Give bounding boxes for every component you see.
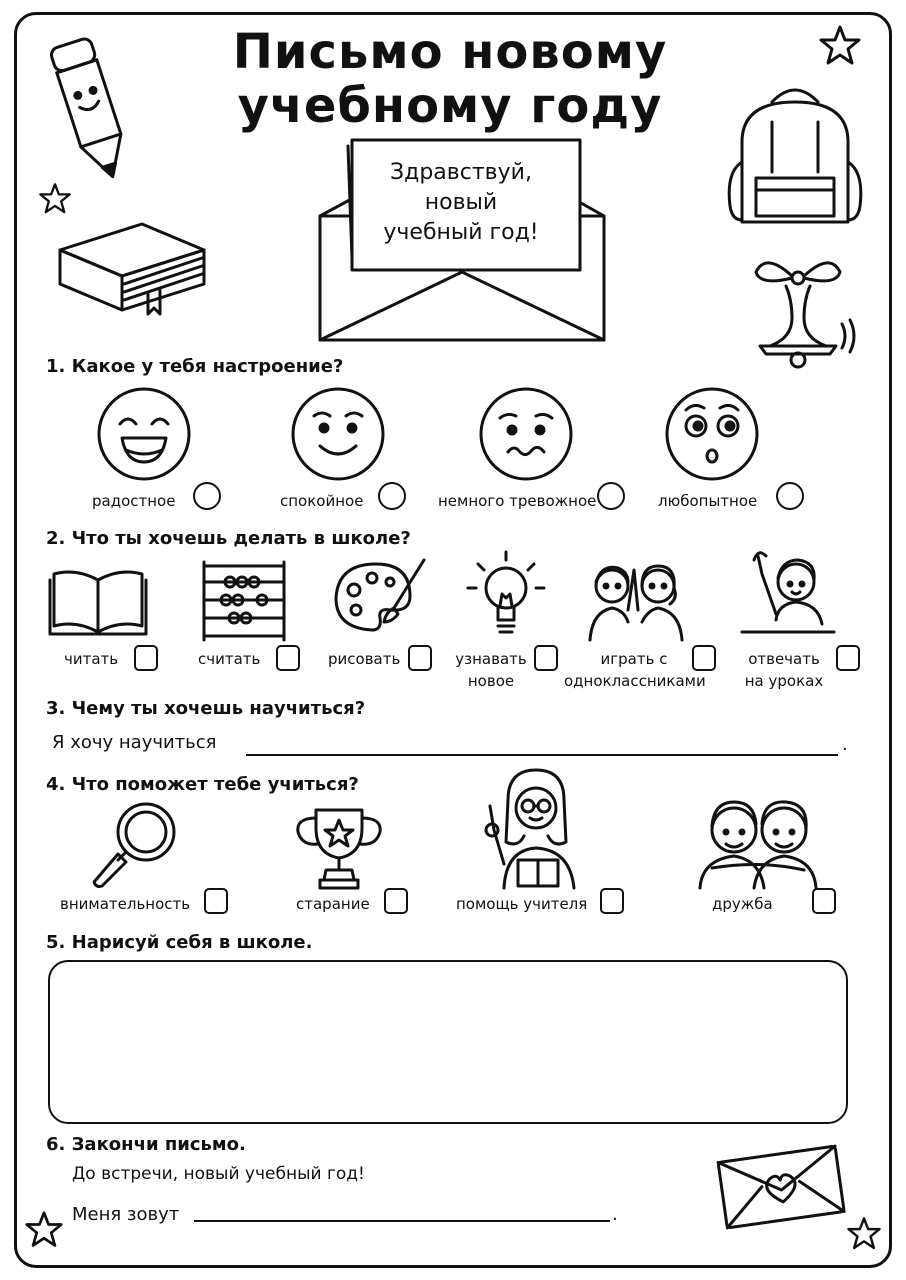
page-title-line2: учебному году (237, 78, 663, 134)
palette-icon (334, 558, 426, 632)
mood-label-joyful: радостное (92, 492, 176, 510)
question-4-label: 4. Что поможет тебе учиться? (46, 774, 359, 795)
worried-face-icon (479, 387, 573, 481)
activity-label-learn-new-line2: новое (467, 672, 515, 690)
name-prompt: Меня зовут (72, 1204, 180, 1225)
star-icon (25, 1211, 63, 1247)
envelope-line3: учебный год! (383, 220, 539, 245)
drawing-area[interactable] (48, 960, 848, 1124)
activity-label-read: читать (64, 650, 119, 668)
question-1-label: 1. Какое у тебя настроение? (46, 356, 344, 377)
mood-radio-curious[interactable] (776, 482, 804, 510)
mood-radio-joyful[interactable] (193, 482, 221, 510)
activity-label-answer-line1: отвечать (748, 650, 820, 668)
mood-label-curious: любопытное (658, 492, 758, 510)
pencil-icon (49, 37, 123, 179)
activity-label-answer-line2: на уроках (744, 672, 824, 690)
page-title-line1: Письмо новому (232, 24, 668, 80)
activity-label-count: считать (198, 650, 261, 668)
teacher-icon (484, 768, 576, 890)
activity-label-play-line1: играть с (600, 650, 668, 668)
abacus-icon (202, 560, 286, 642)
activity-label-learn-new: узнавать новое (450, 648, 532, 692)
helper-label-attentiveness: внимательность (60, 895, 191, 913)
question-5-label: 5. Нарисуй себя в школе. (46, 932, 313, 953)
name-answer-period: . (612, 1204, 618, 1225)
classmates-high-five-icon (588, 564, 684, 642)
activity-label-play-line2: одноклассниками (564, 672, 706, 690)
name-answer-line[interactable] (194, 1198, 610, 1222)
magnifier-icon (92, 802, 176, 888)
lightbulb-icon (466, 550, 546, 634)
trophy-icon (296, 808, 382, 890)
question-2-label: 2. Что ты хочешь делать в школе? (46, 528, 411, 549)
activity-checkbox-read[interactable] (134, 645, 158, 671)
helper-label-friendship: дружба (712, 895, 773, 913)
helper-label-teacher-help: помощь учителя (456, 895, 588, 913)
mood-radio-calm[interactable] (378, 482, 406, 510)
mood-radio-anxious[interactable] (597, 482, 625, 510)
activity-label-play: играть с одноклассниками (564, 648, 706, 692)
activity-checkbox-answer[interactable] (836, 645, 860, 671)
smiling-face-icon (291, 387, 385, 481)
question-3-label: 3. Чему ты хочешь научиться? (46, 698, 366, 719)
helper-checkbox-friendship[interactable] (812, 888, 836, 914)
learn-answer-period: . (842, 734, 848, 755)
envelope-line1: Здравствуй, (390, 160, 532, 185)
activity-label-draw: рисовать (328, 650, 401, 668)
learn-prompt: Я хочу научиться (52, 732, 217, 753)
envelope-icon (318, 138, 606, 342)
activity-checkbox-count[interactable] (276, 645, 300, 671)
backpack-icon (727, 88, 863, 224)
learn-answer-line[interactable] (246, 730, 838, 756)
open-book-icon (48, 570, 148, 636)
school-bell-icon (754, 261, 856, 369)
star-icon (39, 183, 71, 214)
question-6-label: 6. Закончи письмо. (46, 1134, 246, 1155)
mood-label-calm: спокойное (280, 492, 364, 510)
friends-icon (698, 800, 818, 890)
curious-face-icon (665, 387, 759, 481)
helper-checkbox-teacher-help[interactable] (600, 888, 624, 914)
envelope-letter-text: Здравствуй, новый учебный год! (356, 158, 566, 248)
mood-label-anxious: немного тревожное (438, 492, 597, 510)
closing-text: До встречи, новый учебный год! (72, 1164, 365, 1184)
helper-label-effort: старание (296, 895, 370, 913)
raised-hand-student-icon (740, 551, 836, 634)
activity-label-learn-new-line1: узнавать (455, 650, 527, 668)
page-frame (14, 12, 892, 1268)
helper-checkbox-effort[interactable] (384, 888, 408, 914)
activity-checkbox-draw[interactable] (408, 645, 432, 671)
helper-checkbox-attentiveness[interactable] (204, 888, 228, 914)
star-icon (819, 25, 861, 65)
activity-label-answer: отвечать на уроках (736, 648, 832, 692)
envelope-line2: новый (424, 190, 498, 215)
laughing-face-icon (97, 387, 191, 481)
closed-book-icon (58, 222, 206, 316)
star-icon (847, 1217, 881, 1250)
heart-envelope-icon (716, 1144, 846, 1230)
activity-checkbox-learn-new[interactable] (534, 645, 558, 671)
activity-checkbox-play[interactable] (692, 645, 716, 671)
